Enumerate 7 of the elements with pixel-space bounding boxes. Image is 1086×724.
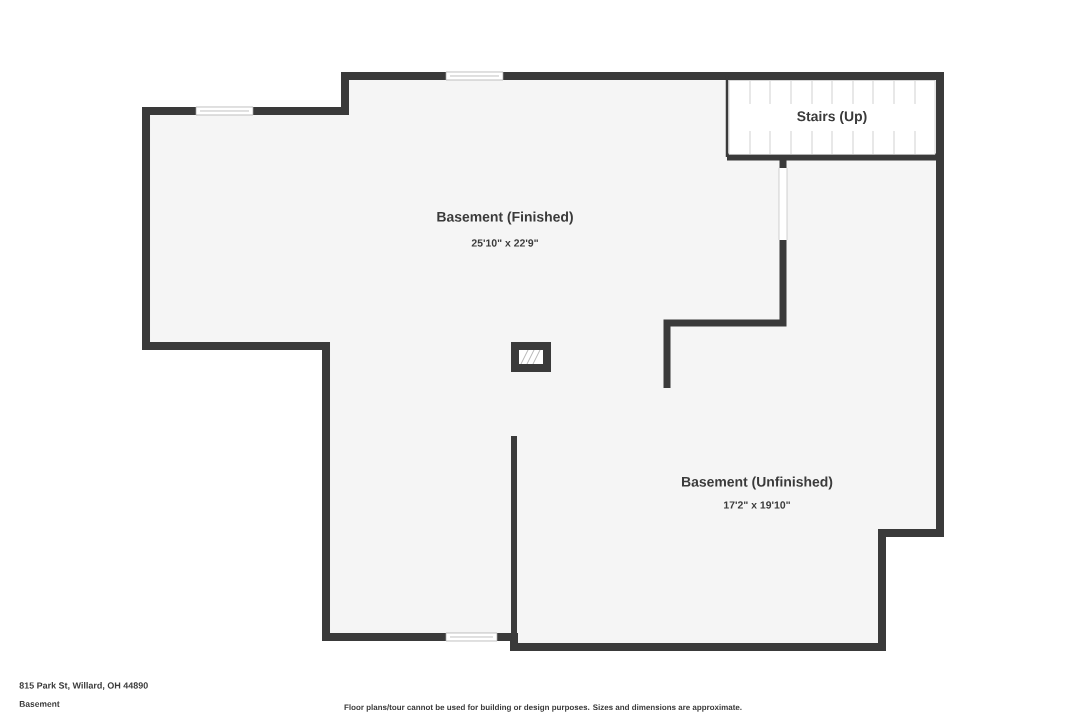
room-name: Basement (Unfinished) — [682, 476, 833, 490]
floor-name: Basement — [19, 701, 60, 707]
room-name: Basement (Finished) — [437, 211, 573, 225]
stairs-box: Stairs (Up) — [728, 80, 936, 155]
room-dimensions: 17'2" x 19'10" — [724, 501, 790, 509]
room-dimensions: 25'10" x 22'9" — [471, 239, 538, 247]
address-text: 815 Park St, Willard, OH 44890 — [19, 682, 148, 690]
